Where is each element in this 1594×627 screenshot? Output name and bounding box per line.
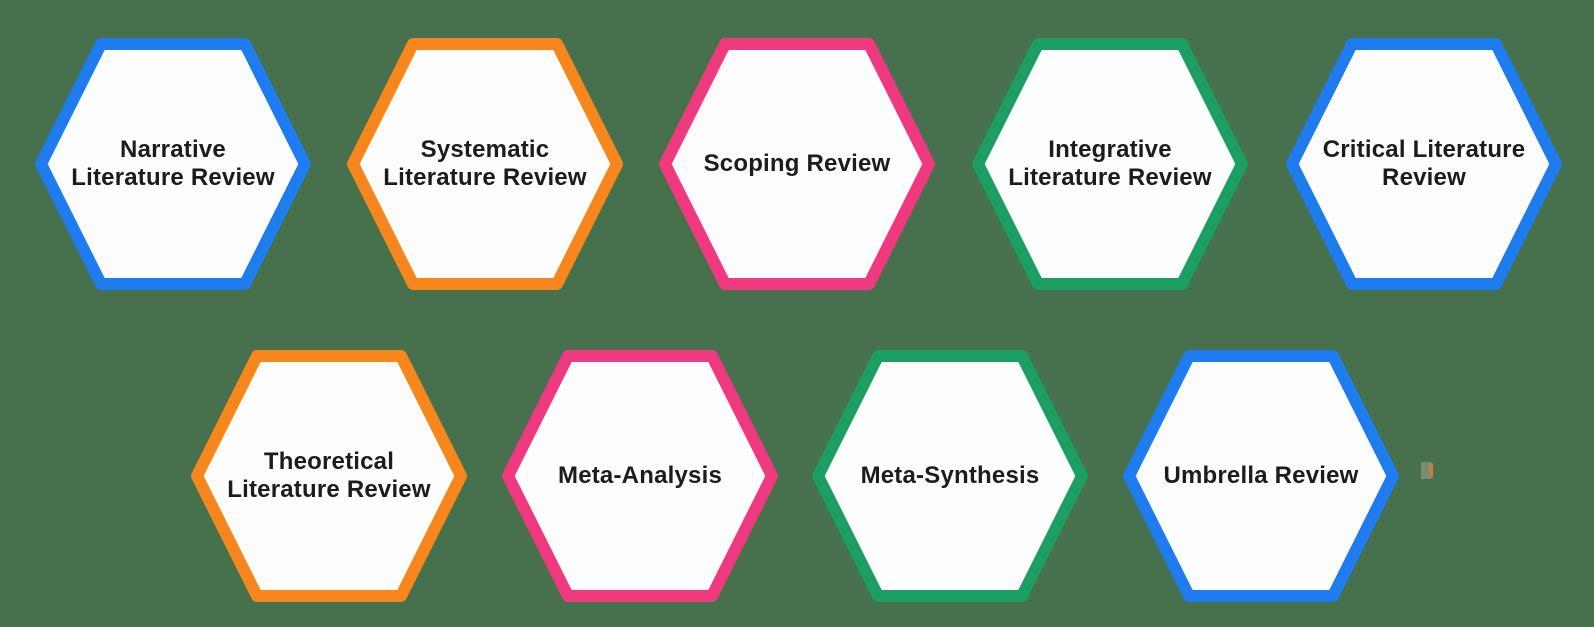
hexagon-critical-literature-review: Critical Literature Review: [1284, 38, 1564, 290]
stray-mark: [1421, 462, 1433, 479]
hexagon-meta-analysis: Meta-Analysis: [500, 350, 780, 602]
hexagon-meta-synthesis: Meta-Synthesis: [810, 350, 1090, 602]
hexagon-outline: [659, 38, 935, 290]
hexagon-outline: [812, 350, 1088, 602]
hexagon-outline: [347, 38, 623, 290]
hexagon-outline: [191, 350, 467, 602]
hexagon-outline: [972, 38, 1248, 290]
hexagon-outline: [1123, 350, 1399, 602]
hexagon-systematic-literature-review: Systematic Literature Review: [345, 38, 625, 290]
hexagon-narrative-literature-review: Narrative Literature Review: [33, 38, 313, 290]
hexagon-theoretical-literature-review: Theoretical Literature Review: [189, 350, 469, 602]
hexagon-umbrella-review: Umbrella Review: [1121, 350, 1401, 602]
hexagon-outline: [35, 38, 311, 290]
hexagon-outline: [1286, 38, 1562, 290]
hexagon-outline: [502, 350, 778, 602]
hexagon-integrative-literature-review: Integrative Literature Review: [970, 38, 1250, 290]
hexagon-scoping-review: Scoping Review: [657, 38, 937, 290]
